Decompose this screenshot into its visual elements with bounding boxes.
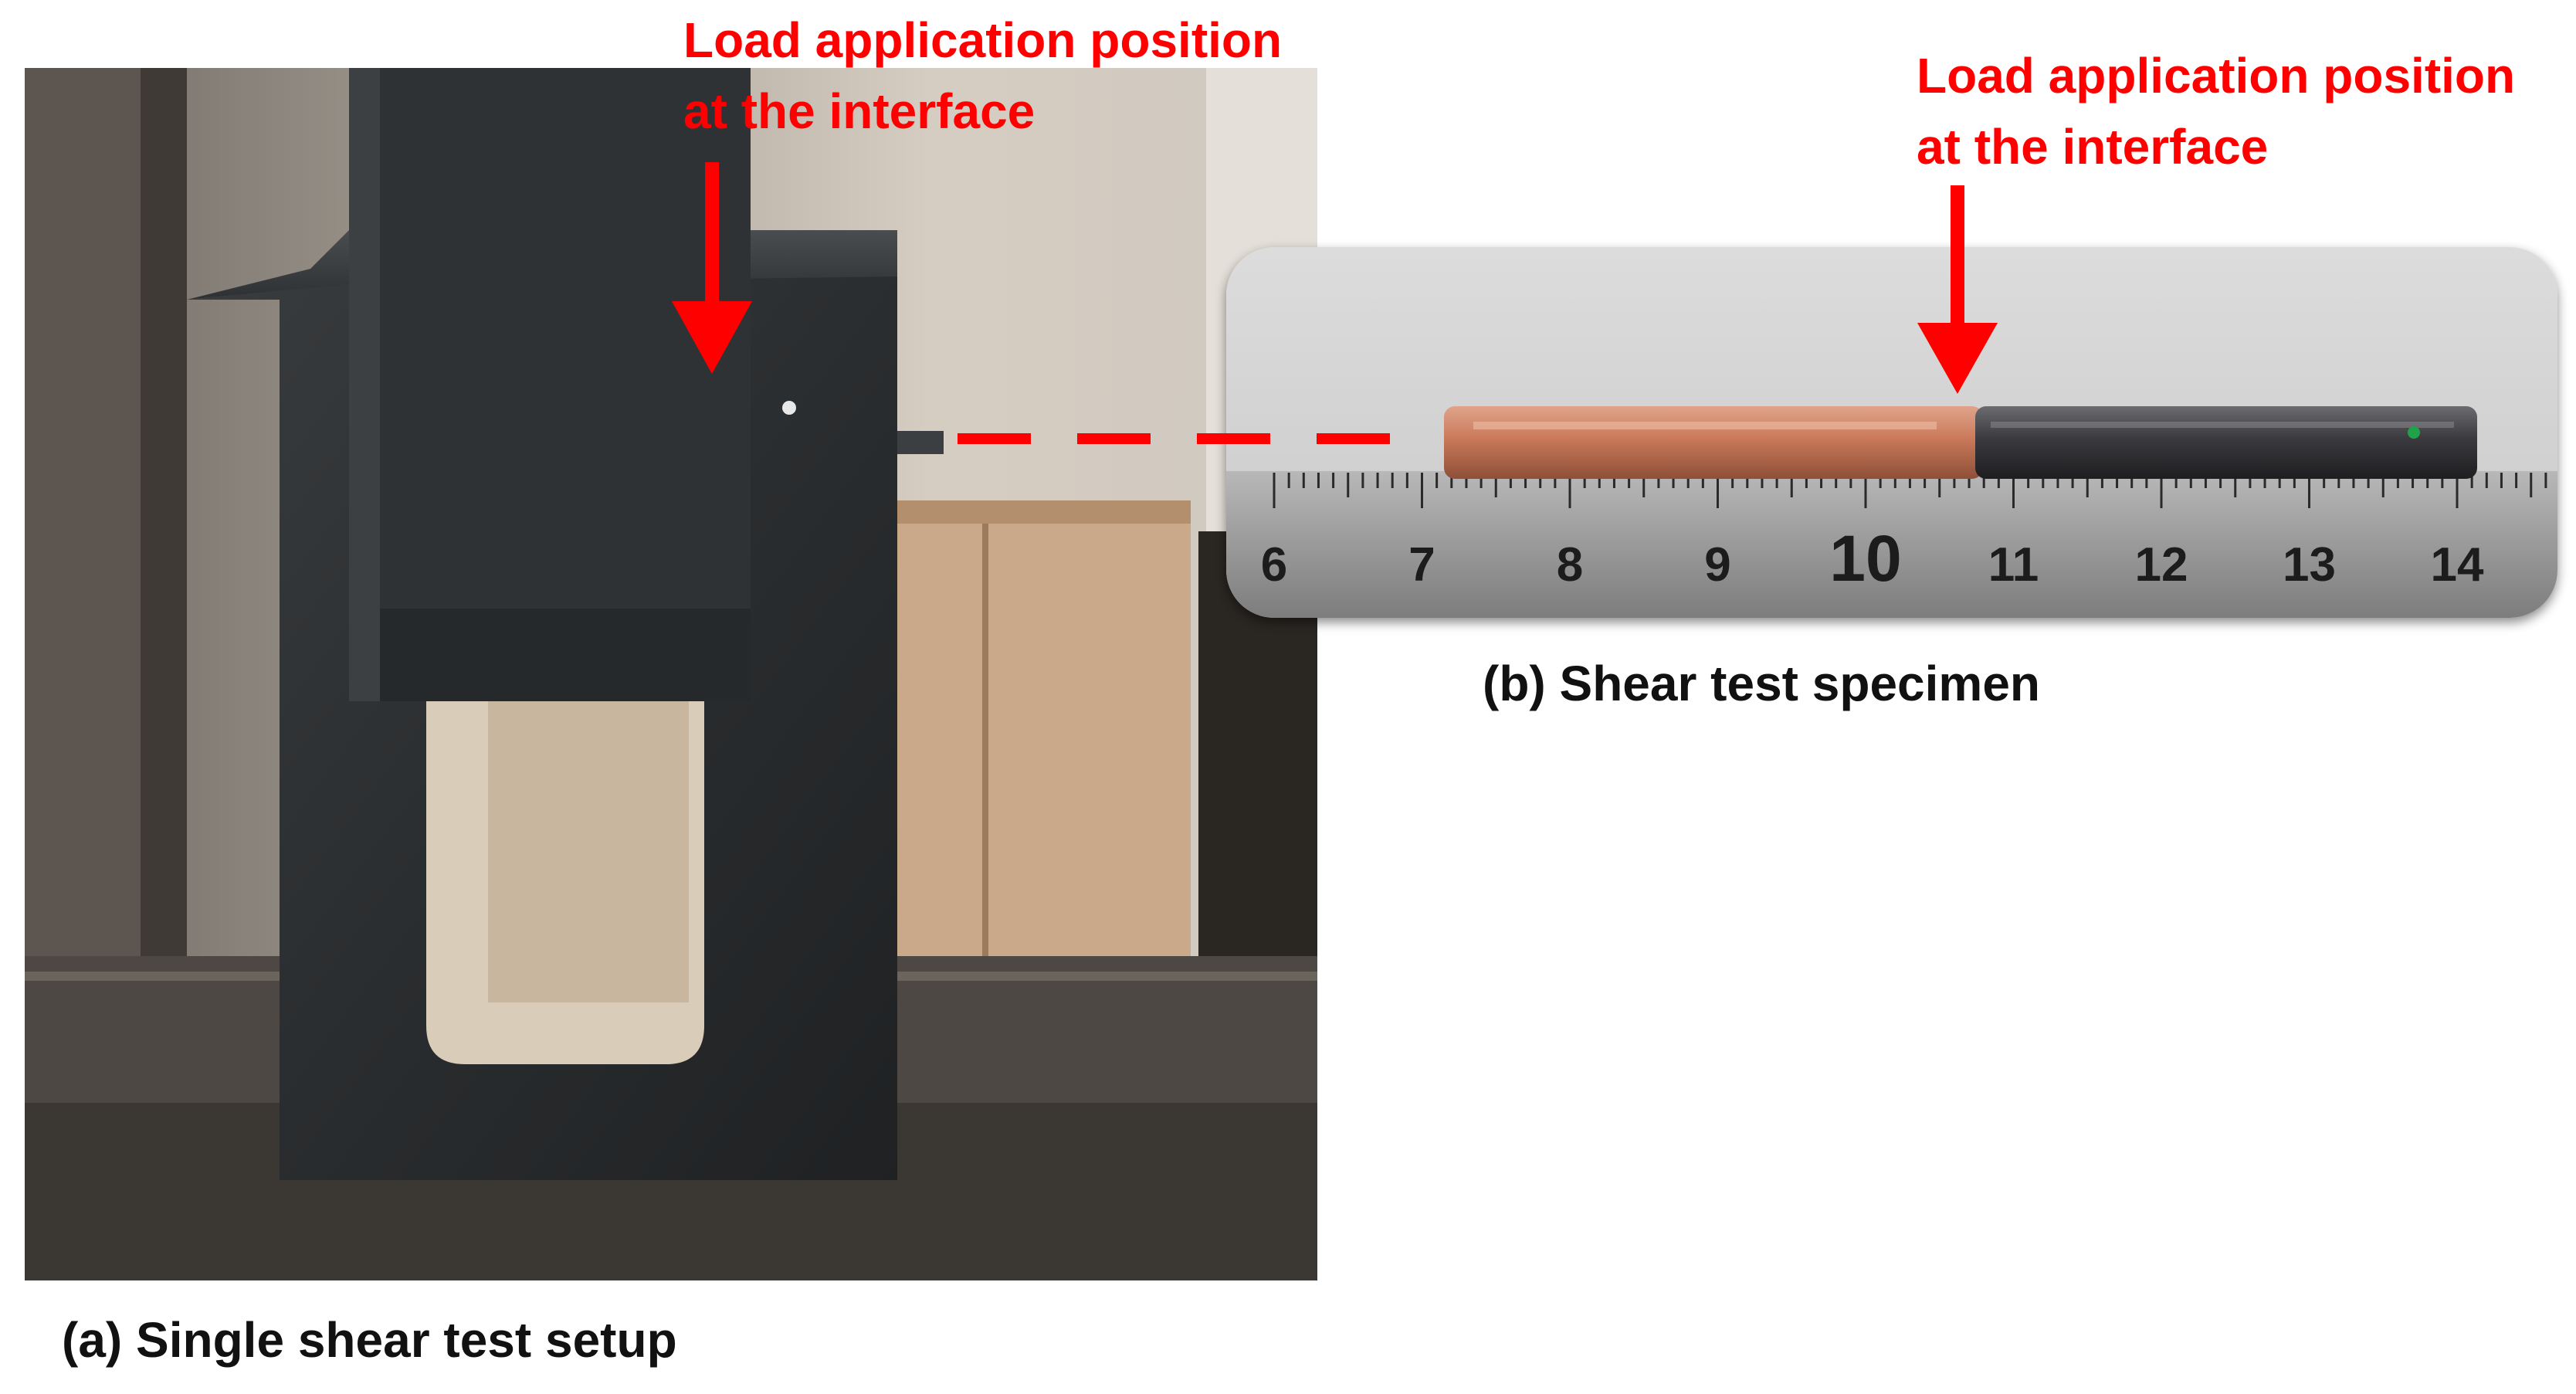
load-position-label-b: Load application position at the interfa…: [1917, 40, 2515, 182]
load-position-label-a: Load application position at the interfa…: [683, 5, 1282, 147]
ruler-label: 13: [2283, 538, 2336, 592]
specimen-photo: 6 7 8 9 10 11 12 13 14: [1226, 247, 2557, 618]
ruler-label: 11: [1988, 538, 2039, 592]
ruler-label: 14: [2431, 538, 2484, 592]
shear-fixture-photo: [25, 68, 1317, 1280]
load-position-label-b-line2: at the interface: [1917, 119, 2269, 175]
ruler-label: 12: [2135, 538, 2188, 592]
load-position-label-b-line1: Load application position: [1917, 48, 2516, 103]
caption-b: (b) Shear test specimen: [1483, 656, 2040, 711]
ruler: [1226, 471, 2557, 618]
loading-block: [349, 68, 751, 701]
fixture-mark: [782, 401, 796, 415]
steel-section: [1975, 406, 2477, 479]
green-marker: [2408, 426, 2420, 439]
ruler-label: 9: [1704, 538, 1730, 592]
load-position-label-a-line1: Load application position: [683, 12, 1283, 68]
ruler-label: 6: [1261, 538, 1287, 592]
ruler-label: 7: [1408, 538, 1435, 592]
ruler-ticks: [1273, 473, 2547, 508]
ruler-labels: 6 7 8 9 10 11 12 13 14: [1261, 522, 2484, 595]
caption-a: (a) Single shear test setup: [62, 1312, 677, 1368]
load-position-label-a-line2: at the interface: [683, 83, 1035, 139]
ruler-label: 10: [1829, 522, 1901, 595]
copper-section: [1444, 406, 1983, 479]
ruler-label: 8: [1557, 538, 1583, 592]
